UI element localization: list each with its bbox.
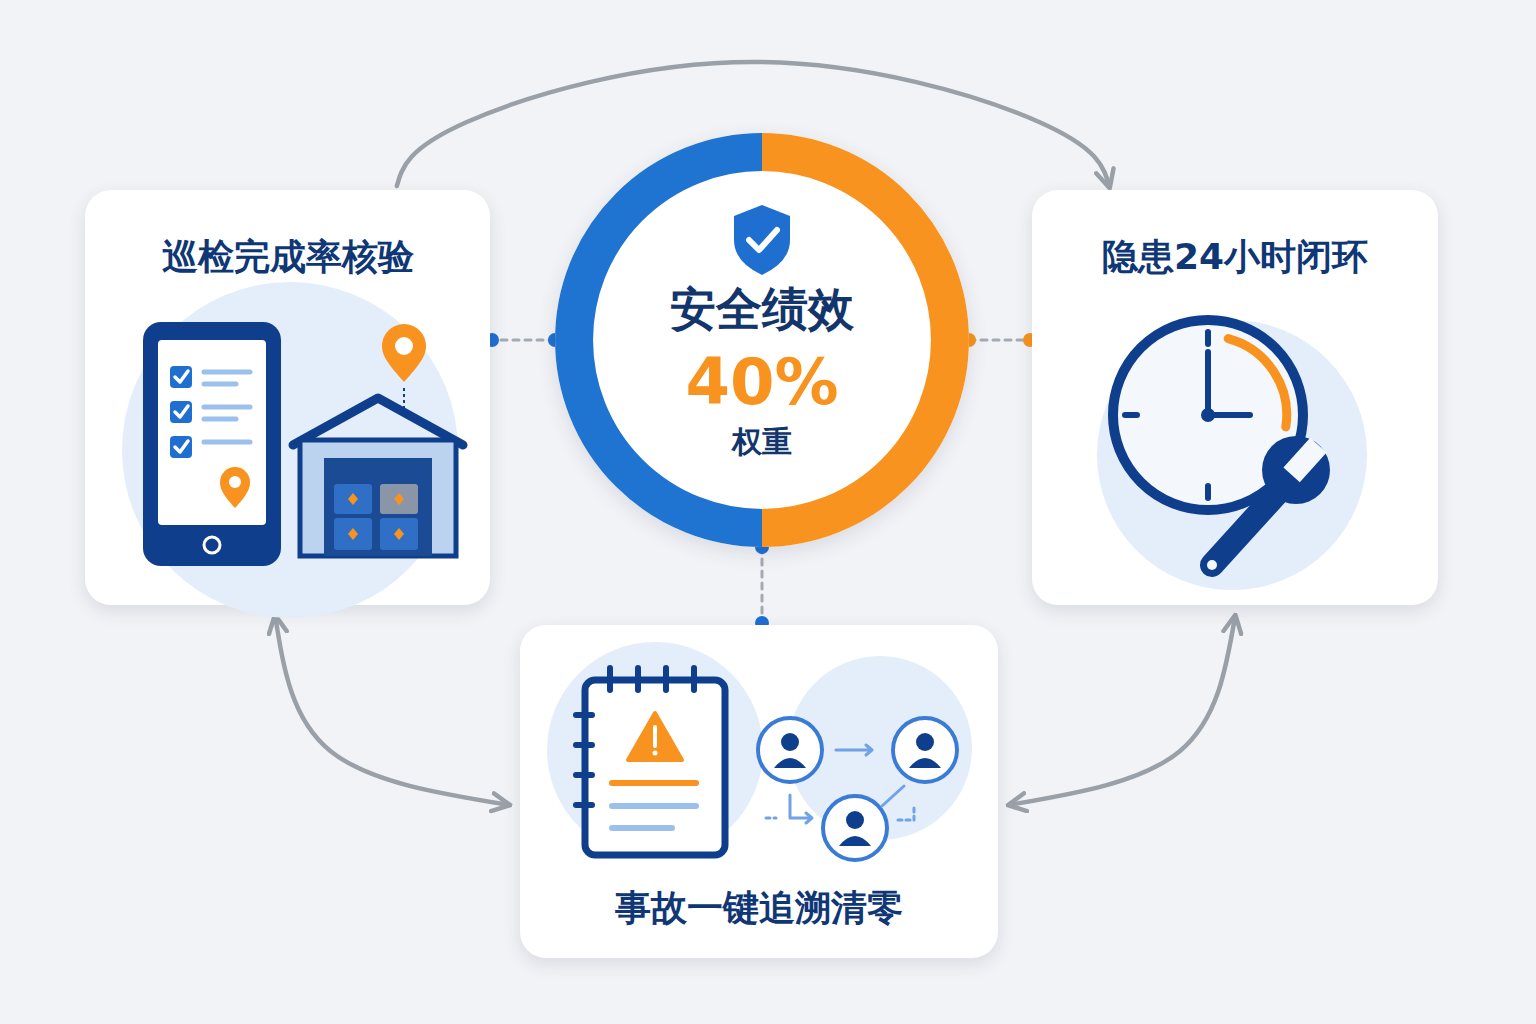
node-title: 隐患24小时闭环 [1102,236,1368,277]
dotted-link [492,339,555,342]
clock-wrench-illustration [1097,320,1367,590]
ring-outline [555,133,969,547]
curved-arrow [275,617,508,805]
ring-blue-half [574,152,762,528]
node-title: 事故一键追溯清零 [615,887,903,928]
shield-icon [734,205,790,275]
inspection-illustration [122,282,463,618]
node-title: 巡检完成率核验 [162,236,414,277]
process-box: 巡检完成率核验 [85,190,490,605]
dotted-link [969,339,1030,342]
weight-value: 40% [685,346,838,420]
curved-arrow [1010,617,1235,805]
process-box: 隐患24小时闭环 [1032,190,1438,605]
dotted-link [761,547,764,623]
ring-orange-half [762,152,950,528]
process-box: 事故一键追溯清零 [520,625,998,958]
weight-label: 权重 [732,425,792,460]
performance-hub: 安全绩效 40% 权重 [555,133,969,547]
node-title: 安全绩效 [670,283,854,336]
accident-trace-illustration [547,642,972,860]
